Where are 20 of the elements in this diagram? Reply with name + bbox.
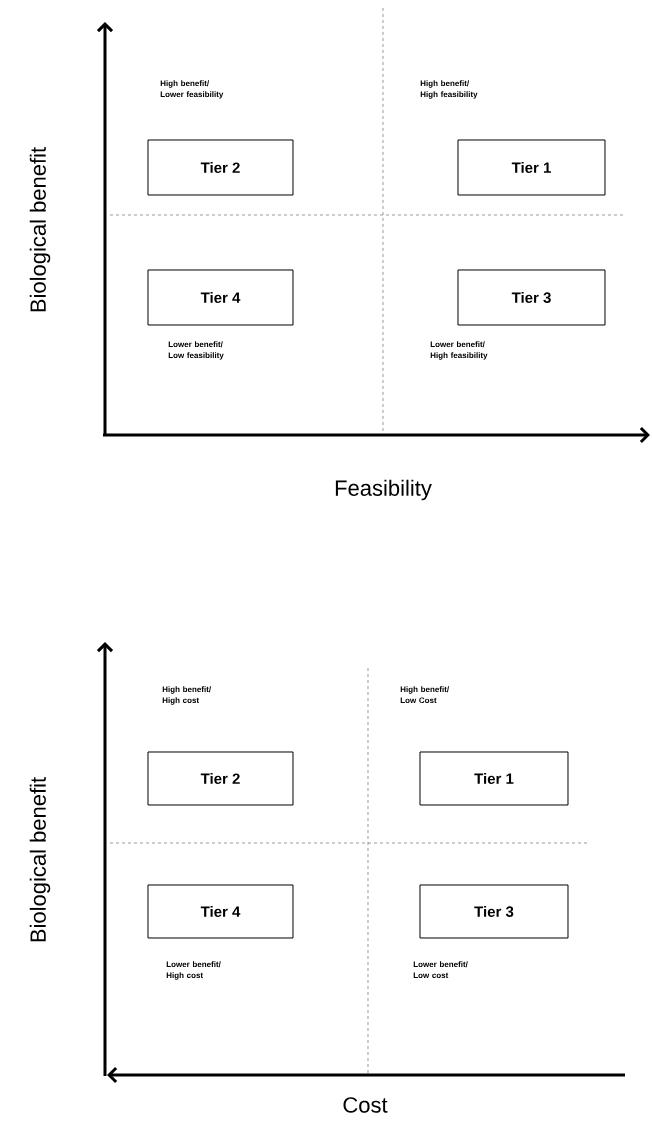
quadrant-note: High benefit/ Low Cost <box>400 686 449 704</box>
axis-label: Cost <box>343 1097 388 1113</box>
tier-box: Tier 2 <box>147 751 294 806</box>
quadrant-note: Lower benefit/ High feasibility <box>430 341 488 360</box>
axis-label: Biological benefit <box>29 147 51 312</box>
tier-box: Tier 1 <box>457 139 606 196</box>
tier-box: Tier 4 <box>147 884 294 939</box>
tier-box: Tier 1 <box>419 751 569 806</box>
quadrant-note: High benefit/ Lower feasibility <box>160 80 224 99</box>
quadrant-note: Lower benefit/ Low cost <box>413 961 468 979</box>
tier-box: Tier 2 <box>147 139 294 196</box>
quadrant-note: Lower benefit/ Low feasibility <box>168 341 224 360</box>
tier-box: Tier 4 <box>147 269 294 326</box>
axis-label: Biological benefit <box>29 777 51 942</box>
quadrant-note: High benefit/ High feasibility <box>420 80 478 99</box>
axis-label: Feasibility <box>335 479 432 501</box>
quadrant-note: Lower benefit/ High cost <box>166 961 221 980</box>
tier-box: Tier 3 <box>419 884 569 939</box>
tier-box: Tier 3 <box>457 269 606 326</box>
quadrant-note: High benefit/ High cost <box>162 686 211 705</box>
